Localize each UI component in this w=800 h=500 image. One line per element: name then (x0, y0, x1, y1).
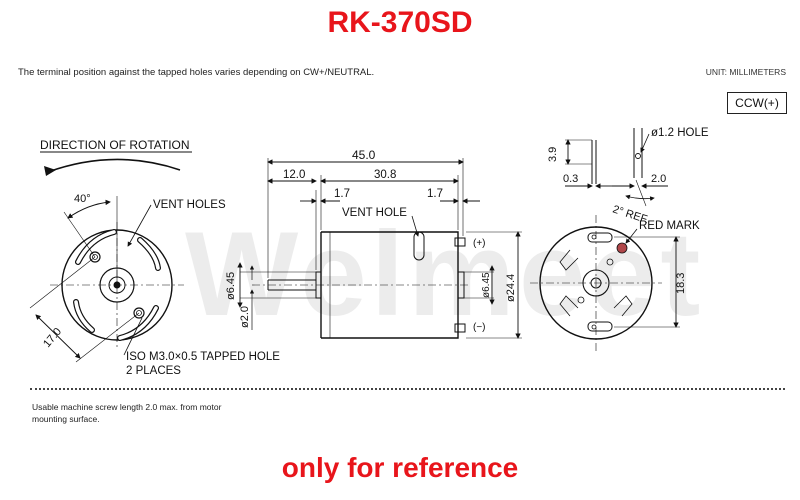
dia-6-45-left-label: ø6.45 (225, 272, 237, 300)
rear-view: RED MARK 18.3 ø1.2 HOLE 3.9 0.3 2.0 2° R… (530, 127, 709, 352)
vent-hole-label: VENT HOLE (342, 207, 407, 219)
rotation-arrow (47, 158, 181, 173)
dia-2-0-label: ø2.0 (239, 306, 251, 328)
dim-3-9-label: 3.9 (547, 147, 559, 162)
terminal-note: The terminal position against the tapped… (18, 67, 375, 78)
dim-17-label: 17.0 (41, 326, 64, 350)
minus-terminal-label: (−) (473, 322, 486, 333)
dim-12-label: 12.0 (283, 169, 305, 181)
dia-24-4-label: ø24.4 (505, 274, 517, 302)
dim-1-7-left-label: 1.7 (334, 188, 350, 200)
red-mark-label: RED MARK (639, 220, 700, 232)
dim-18-3-label: 18.3 (675, 273, 687, 294)
front-view: DIRECTION OF ROTATION 40° VENT HOLES (29, 138, 280, 377)
dim-45-label: 45.0 (352, 148, 376, 162)
units-label: UNIT: MILLIMETERS (705, 67, 786, 77)
ref-angle-label: 2° REF. (611, 203, 650, 226)
plus-terminal-label: (+) (473, 238, 486, 249)
dotted-separator (30, 388, 785, 390)
dim-30-8-label: 30.8 (374, 169, 396, 181)
side-view: (+) (−) 45.0 12.0 30.8 1.7 1.7 VENT HOLE… (225, 148, 522, 339)
dim-1-7-right-label: 1.7 (427, 188, 443, 200)
direction-label: DIRECTION OF ROTATION (40, 138, 190, 152)
page-title: RK-370SD (327, 6, 473, 39)
vent-holes-label: VENT HOLES (153, 199, 226, 211)
dia-6-45-right-label: ø6.45 (481, 272, 492, 298)
rotation-badge: CCW(+) (727, 92, 787, 114)
places-label: 2 PLACES (126, 365, 181, 377)
watermark-text: Welmeet (185, 207, 705, 341)
screw-note: Usable machine screw length 2.0 max. fro… (32, 402, 222, 424)
dia-1-2-hole-label: ø1.2 HOLE (651, 127, 709, 139)
tapped-hole-label: ISO M3.0×0.5 TAPPED HOLE (126, 351, 280, 363)
red-mark-dot (616, 242, 628, 254)
dim-2-0-label: 2.0 (651, 173, 666, 185)
dim-0-3-label: 0.3 (563, 173, 578, 185)
reference-footer: only for reference (281, 452, 519, 483)
motor-body (321, 231, 459, 339)
angle-label: 40° (74, 193, 91, 205)
